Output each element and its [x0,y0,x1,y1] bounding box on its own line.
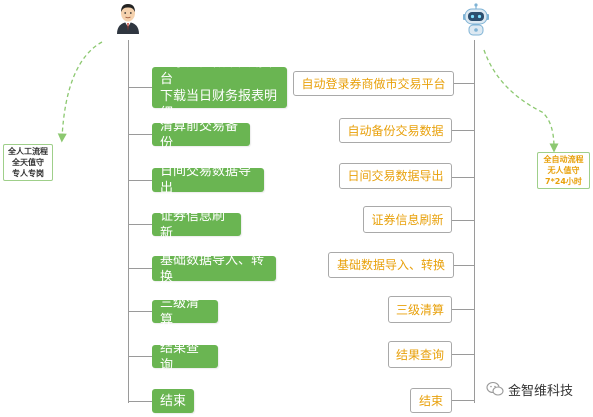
manual-step-backup: 清算前交易备份 [152,119,250,151]
manual-branch [128,134,152,135]
manual-step-label: 日间交易数据导出 [160,164,252,196]
manual-step-label: 证券信息刷新 [160,208,226,241]
auto-step-export: 日间交易数据导出 [339,163,452,189]
auto-note-arrow [483,49,559,153]
auto-process-note: 全自动流程 无人值守 7*24小时 [537,152,590,189]
auto-step-query: 结果查询 [388,341,452,368]
auto-step-login: 自动登录券商做市交易平台 [293,71,454,96]
note-line: 7*24小时 [545,177,582,186]
manual-branch [128,180,152,181]
auto-step-label: 基础数据导入、转换 [336,258,445,272]
auto-branch [454,83,474,84]
auto-step-label: 自动备份交易数据 [347,123,444,138]
manual-step-refresh: 证券信息刷新 [152,209,241,241]
auto-branch [452,130,474,131]
auto-step-end: 结束 [410,388,452,413]
auto-step-label: 日间交易数据导出 [347,169,444,183]
auto-step-label: 三级清算 [395,302,444,317]
manual-branch [128,311,152,312]
auto-step-backup: 自动备份交易数据 [339,118,452,143]
auto-branch [452,354,474,355]
auto-step-label: 结束 [418,393,443,408]
note-line: 全人工流程 [8,147,48,156]
note-line: 全天值守 [12,158,44,167]
auto-step-refresh: 证券信息刷新 [363,206,452,233]
note-line: 无人值守 [547,166,580,175]
manual-step-query: 结果查询 [152,341,218,373]
manual-step-label: 登录券商做市交易平台 [160,54,278,87]
manual-step-end: 结束 [152,389,194,413]
note-line: 全自动流程 [543,155,584,164]
manual-step-export: 日间交易数据导出 [152,164,264,196]
human-worker-icon [117,4,139,34]
note-line: 专人专岗 [12,169,44,178]
robot-icon [463,3,489,36]
wechat-icon [486,381,504,396]
auto-step-label: 自动登录券商做市交易平台 [301,76,446,91]
manual-process-note: 全人工流程 全天值守 专人专岗 [3,144,53,181]
auto-branch [452,177,474,178]
watermark-text: 金智维科技 [508,383,574,399]
manual-step-clearing: 三级清算 [152,296,218,328]
manual-step-label: 结束 [160,393,187,409]
manual-step-label: 结果查询 [160,340,200,373]
auto-step-label: 证券信息刷新 [371,212,444,227]
manual-step-import: 基础数据导入、转换 [152,253,276,285]
manual-step-login-download: 登录券商做市交易平台 下载当日财务报表明细 [152,55,287,121]
manual-branch [128,356,152,357]
manual-step-label: 清算前交易备份 [160,118,239,151]
manual-note-arrow [57,41,103,143]
manual-step-label: 基础数据导入、转换 [160,252,265,285]
watermark: 金智维科技 [486,379,573,399]
manual-step-label: 三级清算 [160,295,200,328]
manual-branch [128,224,152,225]
auto-branch [452,309,474,310]
auto-step-import: 基础数据导入、转换 [328,252,454,278]
manual-step-label: 下载当日财务报表明细 [160,88,278,121]
auto-branch [452,220,474,221]
manual-branch [128,87,152,88]
auto-branch [452,400,474,401]
auto-step-label: 结果查询 [395,347,444,362]
manual-flow-trunk [128,40,129,403]
auto-flow-trunk [474,40,475,403]
auto-branch [454,265,474,266]
auto-step-clearing: 三级清算 [388,296,452,323]
manual-branch [128,268,152,269]
manual-branch [128,401,152,402]
